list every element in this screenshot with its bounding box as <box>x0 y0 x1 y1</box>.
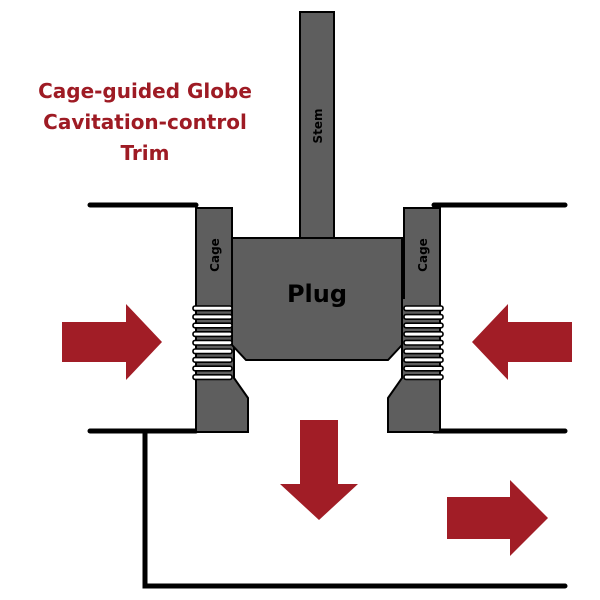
cage-right-slot <box>403 322 444 329</box>
inlet-arrow-right <box>472 304 572 380</box>
plug-label: Plug <box>287 280 347 308</box>
inlet-arrow-left <box>62 304 162 380</box>
cage-right-slot <box>403 339 444 346</box>
cage-right-label: Cage <box>416 238 430 272</box>
cage-right-slot <box>403 348 444 355</box>
title-line-2: Cavitation-control <box>43 110 247 134</box>
outlet-arrow <box>447 480 548 556</box>
diagram-title: Cage-guided Globe Cavitation-control Tri… <box>20 76 270 169</box>
cage-right-slots <box>403 305 444 381</box>
cage-left-slot <box>192 313 233 321</box>
cage-left-slot <box>192 373 233 381</box>
cage-left-slot <box>192 365 233 372</box>
stem-label: Stem <box>311 108 325 143</box>
cage-left-slot <box>192 305 233 312</box>
cage-right-slot <box>403 365 444 372</box>
cage-left-slot <box>192 330 233 338</box>
outlet-channel-wall <box>142 428 568 589</box>
cage-left-slot <box>192 356 233 364</box>
cage-left-slots <box>192 305 233 381</box>
valve-body <box>87 202 568 589</box>
cage-right-slot <box>403 373 444 381</box>
cage-left-slot <box>192 348 233 355</box>
cage-right-slot <box>403 305 444 312</box>
cage-left-label: Cage <box>208 238 222 272</box>
cage-left-slot <box>192 322 233 329</box>
cage-right-slot <box>403 356 444 364</box>
cage-left-slot <box>192 339 233 346</box>
flow-down-arrow <box>280 420 358 520</box>
cage-right-slot <box>403 313 444 321</box>
title-line-1: Cage-guided Globe <box>38 79 252 103</box>
title-line-3: Trim <box>120 141 170 165</box>
cage-right-slot <box>403 330 444 338</box>
